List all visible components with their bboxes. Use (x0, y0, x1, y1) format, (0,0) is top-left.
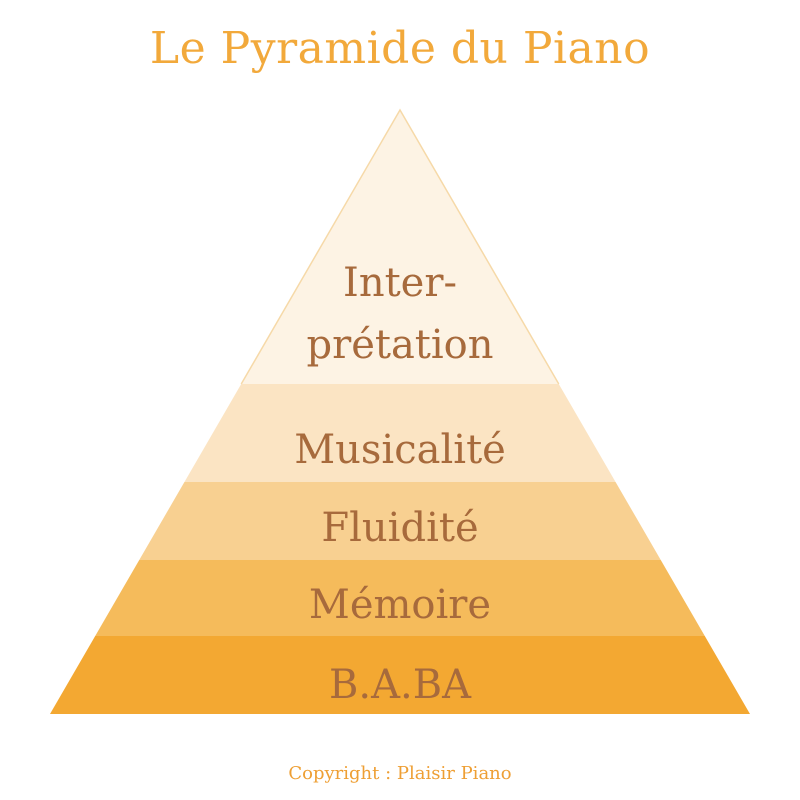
pyramid-level-memoire (95, 560, 705, 636)
pyramid-level-fluidite (139, 482, 661, 560)
pyramid-level-baba (50, 636, 750, 714)
pyramid-label-baba: B.A.BA (329, 662, 472, 708)
pyramid-label-musicalite: Musicalité (294, 427, 506, 473)
copyright-text: Copyright : Plaisir Piano (288, 763, 512, 784)
pyramid-level-musicalite (184, 384, 616, 482)
pyramid-apex-outline (240, 108, 560, 385)
pyramid-label-fluidite: Fluidité (321, 505, 478, 551)
page-title: Le Pyramide du Piano (149, 23, 651, 74)
pyramid-level-interpretation (241, 110, 559, 384)
pyramid-label-memoire: Mémoire (309, 582, 491, 628)
pyramid-label-interpretation-line-1: Inter- (343, 260, 457, 306)
pyramid-label-interpretation-line-2: prétation (306, 322, 493, 368)
